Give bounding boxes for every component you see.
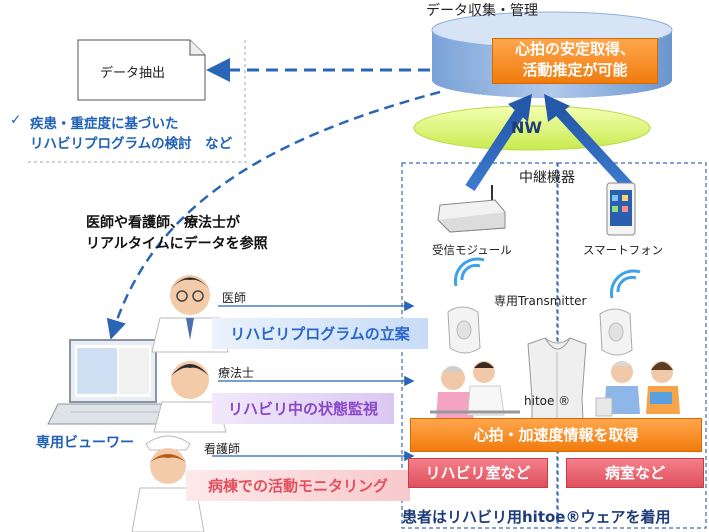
data-extraction-label: データ抽出 <box>100 66 166 81</box>
ward-room-box: 病室など <box>566 458 704 488</box>
review-note-line2: リハビリプログラムの検討 など <box>30 136 233 152</box>
rehab-program-box: リハビリプログラムの立案 <box>212 318 428 349</box>
wireless-signal-icon-right <box>609 269 641 299</box>
transmitter-device-icon-left <box>447 306 481 354</box>
smartphone-icon <box>606 182 636 236</box>
acquire-info-box: 心拍・加速度情報を取得 <box>410 418 702 452</box>
document-icon <box>77 39 206 101</box>
staff-realtime-note-line2: リアルタイムにデータを参照 <box>86 236 268 252</box>
relay-device-label: 中継機器 <box>519 170 575 186</box>
patient-wearing-caption: 患者はリハビリ用hitoe®ウェアを着用 <box>402 508 671 526</box>
viewer-label: 専用ビューワー <box>36 435 134 451</box>
staff-realtime-note-line1: 医師や看護師、療法士が <box>86 215 240 231</box>
receiver-module-label: 受信モジュール <box>432 243 512 257</box>
transmitter-device-icon-right <box>599 308 633 356</box>
nurse-illustration <box>131 435 205 532</box>
viewer-dashed-curve <box>106 90 441 340</box>
therapist-label: 療法士 <box>218 366 255 380</box>
ward-monitoring-box: 病棟での活動モニタリング <box>186 470 410 501</box>
receiver-module-icon <box>437 185 506 233</box>
upload-arrow-right <box>544 94 635 192</box>
network-label: NW <box>511 118 543 137</box>
transmitter-label: 専用Transmitter <box>494 294 587 308</box>
doctor-label: 医師 <box>222 291 247 305</box>
smartphone-label: スマートフォン <box>583 243 664 257</box>
rehab-monitoring-box: リハビリ中の状態監視 <box>212 393 394 424</box>
heart-rate-callout: 心拍の安定取得、 活動推定が可能 <box>492 38 658 84</box>
review-note-line1: 疾患・重症度に基づいた <box>30 116 179 132</box>
ward-patient-illustration <box>595 361 680 417</box>
data-collection-label: データ収集・管理 <box>426 3 538 19</box>
rehab-patient-illustration <box>430 361 520 420</box>
hitoe-shirt-icon <box>527 337 587 421</box>
wireless-signal-icon-left <box>453 257 485 287</box>
nurse-label: 看護師 <box>204 442 241 456</box>
upload-arrow-left <box>465 94 532 192</box>
viewer-computer-icon <box>47 339 179 425</box>
therapist-illustration <box>153 361 227 433</box>
hitoe-label: hitoe ® <box>524 394 571 408</box>
rehab-room-box: リハビリ室など <box>408 458 548 488</box>
check-icon: ✓ <box>10 112 22 128</box>
doctor-illustration <box>151 275 229 353</box>
